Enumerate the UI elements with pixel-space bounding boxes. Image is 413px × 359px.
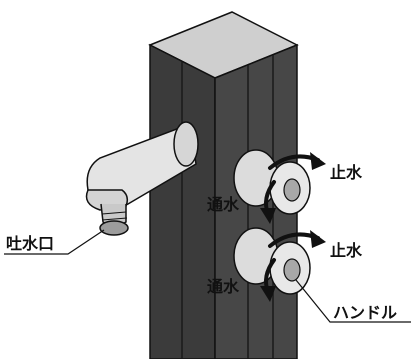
upper-stop-arrowhead-icon (310, 152, 326, 170)
spout-label: 吐水口 (6, 234, 54, 253)
rotation-arrows (260, 152, 326, 302)
upper-flow-arrowhead-icon (260, 208, 276, 224)
handle-label: ハンドル (333, 303, 397, 322)
spout-faucet (85, 121, 199, 236)
nozzle-thread (101, 211, 127, 215)
upper-stop-label: 止水 (330, 163, 363, 182)
lower-flow-arrowhead-icon (260, 286, 276, 302)
lower-flow-label: 通水 (207, 277, 240, 296)
lower-stop-label: 止水 (330, 241, 363, 260)
handle-leader-line (295, 279, 411, 323)
spout-outlet (99, 220, 129, 236)
spout-leader-line (4, 229, 105, 255)
lower-stop-arrowhead-icon (310, 230, 326, 248)
upper-flow-label: 通水 (207, 195, 240, 214)
nozzle-thread (101, 217, 128, 221)
valve-handle-hub (283, 178, 301, 202)
spout-end-cap (173, 121, 199, 167)
valve-handle-hub (283, 258, 301, 282)
